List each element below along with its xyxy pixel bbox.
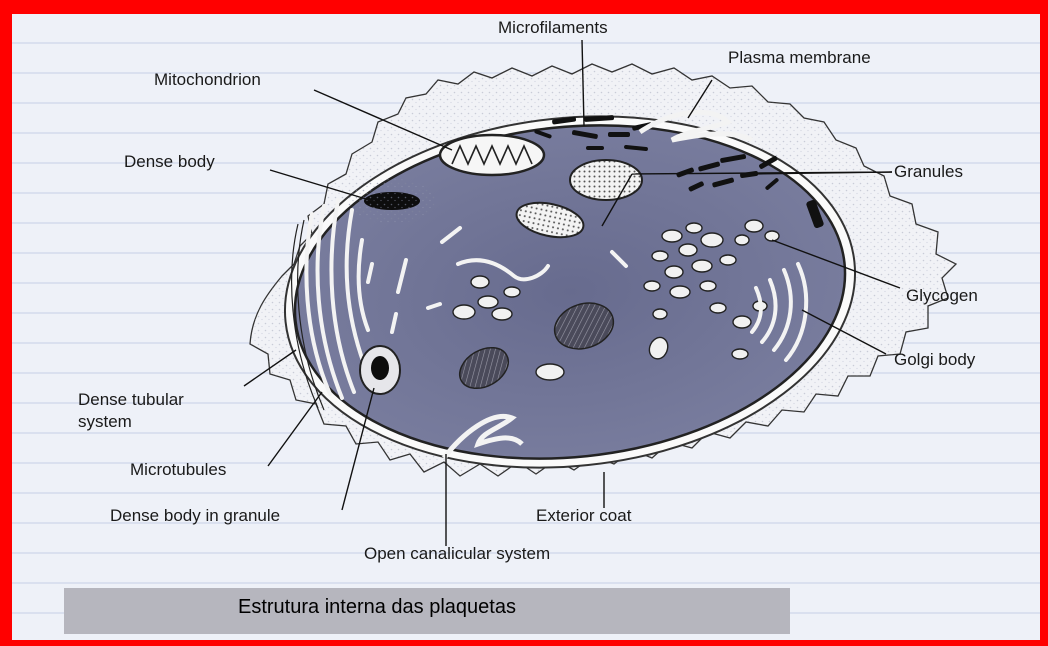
mitochondrion-shape <box>440 135 544 175</box>
label-granules: Granules <box>894 162 963 182</box>
label-dense-tubular-system: system <box>78 412 132 432</box>
caption-text: Estrutura interna das plaquetas <box>238 596 516 619</box>
label-dense-body: Dense body <box>124 152 215 172</box>
diagram-paper: Microfilaments Plasma membrane Mitochond… <box>12 14 1040 640</box>
label-dense-tubular: Dense tubular <box>78 390 184 410</box>
dense-body-in-granule-core <box>371 356 389 380</box>
granule-1 <box>570 160 642 200</box>
label-dense-body-in-granule: Dense body in granule <box>110 506 280 526</box>
label-plasma-membrane: Plasma membrane <box>728 48 871 68</box>
label-open-canalicular-system: Open canalicular system <box>364 544 550 564</box>
label-microtubules: Microtubules <box>130 460 226 480</box>
dense-body-halo <box>348 179 436 223</box>
label-glycogen: Glycogen <box>906 286 978 306</box>
label-exterior-coat: Exterior coat <box>536 506 631 526</box>
label-golgi-body: Golgi body <box>894 350 975 370</box>
label-microfilaments: Microfilaments <box>498 18 608 38</box>
label-mitochondrion: Mitochondrion <box>154 70 261 90</box>
caption-bar: Estrutura interna das plaquetas <box>64 588 790 634</box>
